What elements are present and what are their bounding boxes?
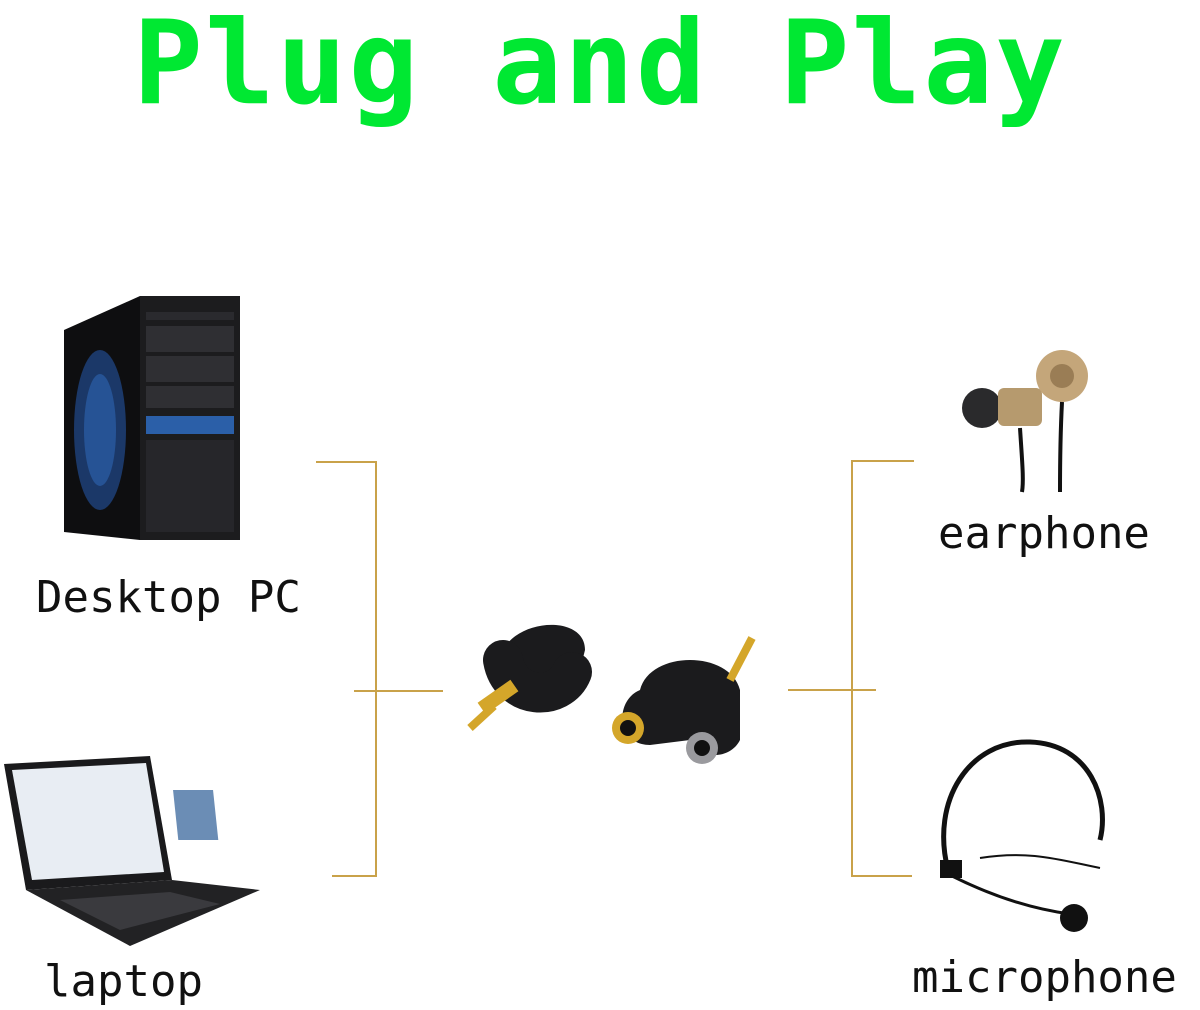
desktop-pc-label: Desktop PC — [36, 572, 301, 623]
headset-microphone-icon — [940, 739, 1105, 932]
microphone-label: microphone — [912, 952, 1177, 1003]
laptop-icon — [4, 756, 260, 946]
audio-splitter-adapter-icon — [467, 624, 756, 764]
desktop-tower-icon — [64, 296, 240, 540]
earphones-icon — [962, 350, 1088, 493]
earphone-label: earphone — [938, 508, 1150, 559]
page-title: Plug and Play — [133, 0, 1067, 131]
right-connector-bracket — [788, 460, 914, 877]
laptop-label: laptop — [44, 956, 203, 1007]
left-connector-bracket — [316, 461, 443, 877]
